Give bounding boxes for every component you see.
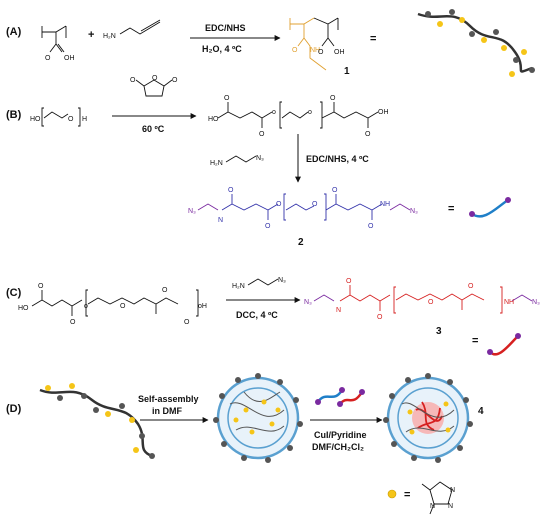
atom-o-b5: o xyxy=(308,109,312,116)
atom-o-b4: o xyxy=(272,109,276,116)
atom-o-anh3: O xyxy=(172,77,178,84)
atom-o-a1: O xyxy=(45,55,51,62)
alkyne-polymer-cartoon-a xyxy=(417,9,535,77)
atom-nh-3b: NH xyxy=(504,299,514,306)
atom-o-p1b: O xyxy=(318,49,324,56)
panel-label-d: (D) xyxy=(6,403,22,415)
atom-o-peg: O xyxy=(68,116,74,123)
polyacrylic-acid-structure: O OH xyxy=(41,25,75,62)
compound-label-4: 4 xyxy=(478,406,484,417)
atom-o-c1: O xyxy=(38,283,44,290)
condition-b2: EDC/NHS, 4 ºC xyxy=(306,154,369,164)
atom-o-2a: O xyxy=(228,187,234,194)
compound-label-1: 1 xyxy=(344,66,350,77)
atom-n-t2: N xyxy=(448,503,453,510)
polyester-azide-cartoon xyxy=(487,333,521,356)
compound-2-structure: N₃ N O O O O O O NH N₃ xyxy=(188,187,418,230)
compound-label-3: 3 xyxy=(436,326,442,337)
triazole-dot-icon xyxy=(387,489,397,499)
condition-c: DCC, 4 ºC xyxy=(236,310,278,320)
crosslinker-cartoons xyxy=(315,387,365,407)
atom-ho-c: HO xyxy=(18,305,29,312)
equals-sign-d: = xyxy=(404,489,410,501)
azidoethylamine-structure-c: H₂N N₃ xyxy=(232,277,286,290)
atom-nh-3a: N xyxy=(336,307,341,314)
atom-o-3b: O xyxy=(377,314,383,321)
equals-sign-a: = xyxy=(370,33,376,45)
atom-oh-p1: OH xyxy=(334,49,345,56)
atom-n3-c: N₃ xyxy=(278,277,286,284)
condition-b-temp: 60 ºC xyxy=(142,124,165,134)
condition-d3: CuI/Pyridine xyxy=(314,430,367,440)
atom-oh-b2: OH xyxy=(378,109,389,116)
atom-h2n-b: H₂N xyxy=(210,160,223,167)
atom-ho-b: HO xyxy=(30,116,41,123)
plus-sign-a: + xyxy=(88,29,94,41)
atom-o-2b: O xyxy=(265,223,271,230)
atom-oh-c: oH xyxy=(198,303,207,310)
condition-a-reagent: EDC/NHS xyxy=(205,23,246,33)
atom-h-peg: H xyxy=(82,116,87,123)
atom-n3-3a: N₃ xyxy=(304,299,312,306)
condition-d4: DMF/CH₂Cl₂ xyxy=(312,442,364,452)
atom-n-t3: N xyxy=(430,503,435,510)
peg-disuccinate-structure: HO O O o o O O OH xyxy=(208,95,389,138)
panel-label-c: (C) xyxy=(6,287,22,299)
equals-sign-c: = xyxy=(472,335,478,347)
crosslinked-micelle xyxy=(383,373,473,463)
polyester-diacid-structure: HO O O o O O O oH xyxy=(18,283,207,326)
atom-o-2e: O xyxy=(332,187,338,194)
atom-o-3d: O xyxy=(468,283,474,290)
atom-o-b2: O xyxy=(224,95,230,102)
atom-o-c5: O xyxy=(162,287,168,294)
atom-oh-a1: OH xyxy=(64,55,75,62)
atom-nh-p1: NH xyxy=(310,47,320,54)
atom-n3-2b: N₃ xyxy=(410,208,418,215)
atom-o-anh2: O xyxy=(130,77,136,84)
equals-sign-b: = xyxy=(448,203,454,215)
atom-n3-2a: N₃ xyxy=(188,208,196,215)
atom-h2n-a: H₂N xyxy=(103,33,116,40)
alkyne-polymer-cartoon-d xyxy=(39,383,155,459)
atom-o-b7: O xyxy=(365,131,371,138)
atom-o-p1: O xyxy=(292,47,298,54)
panel-label-b: (B) xyxy=(6,109,22,121)
propargylamine-structure: H₂N xyxy=(103,19,161,40)
atom-o-c6: O xyxy=(184,319,190,326)
atom-o-anh: O xyxy=(152,75,158,82)
triazole-legend: = N N N xyxy=(387,481,455,515)
compound-label-2: 2 xyxy=(298,237,304,248)
atom-n3-3b: N₃ xyxy=(532,299,540,306)
atom-o-3c: O xyxy=(428,299,434,306)
micelle-precursor xyxy=(213,373,303,463)
atom-n3-b: N₃ xyxy=(256,155,264,162)
atom-nh-2: NH xyxy=(380,201,390,208)
atom-o-2c: O xyxy=(276,201,282,208)
condition-d1: Self-assembly xyxy=(138,394,199,404)
atom-n-2a: N xyxy=(218,217,223,224)
atom-ho-b2: HO xyxy=(208,116,219,123)
atom-o-c4: O xyxy=(120,303,126,310)
succinic-anhydride-structure: O O O xyxy=(130,75,178,97)
atom-o-c2: O xyxy=(70,319,76,326)
azidoethylamine-structure-b: H₂N N₃ xyxy=(210,155,264,167)
atom-o-b3: O xyxy=(259,131,265,138)
panel-label-a: (A) xyxy=(6,26,22,38)
atom-o-2d: O xyxy=(312,201,318,208)
product-1-structure: O NH O OH xyxy=(289,17,345,71)
atom-n-t1: N xyxy=(450,487,455,494)
atom-o-3a: O xyxy=(346,278,352,285)
peg-structure: HO O H xyxy=(30,107,87,127)
peg-azide-cartoon xyxy=(469,197,511,218)
condition-a-solvent: H₂O, 4 ºC xyxy=(202,44,242,54)
atom-h2n-c: H₂N xyxy=(232,283,245,290)
compound-3-structure: N₃ N O O O O NH N₃ xyxy=(304,278,540,321)
atom-o-b6: O xyxy=(330,95,336,102)
atom-o-c3: o xyxy=(84,303,88,310)
condition-d2: in DMF xyxy=(152,406,182,416)
atom-o-2f: O xyxy=(368,223,374,230)
